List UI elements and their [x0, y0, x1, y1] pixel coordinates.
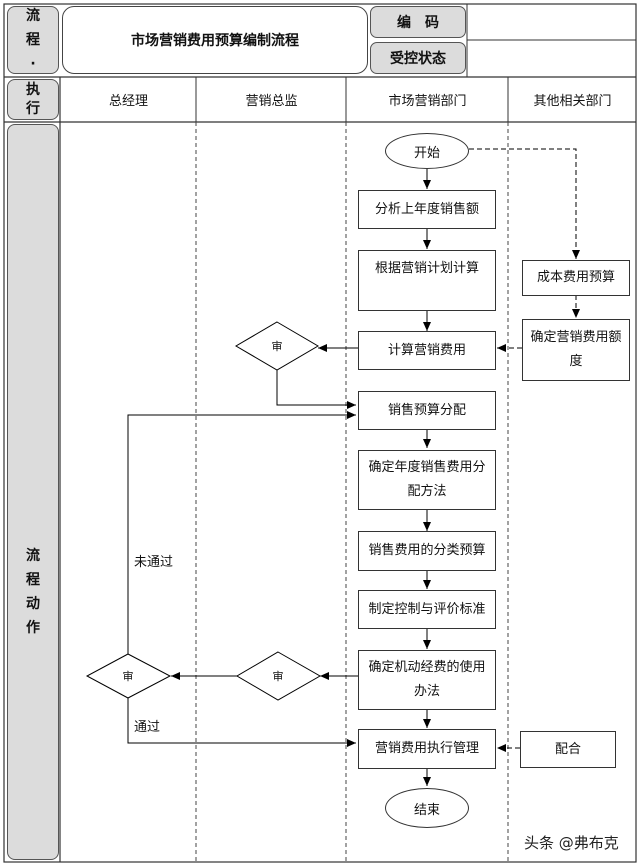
edge-review-allocate	[276, 370, 356, 409]
start-node: 开始	[385, 133, 469, 169]
code-value	[470, 10, 630, 34]
mobile-fund-box: 确定机动经费的使用办法	[358, 650, 496, 710]
edge-label-not-passed: 未通过	[134, 555, 174, 570]
lane-header-marketing: 市场营销部门	[388, 94, 467, 109]
status-label-cell: 受控状态	[370, 42, 466, 74]
review-label-gm: 审	[122, 670, 134, 683]
page-title-box: 市场营销费用预算编制流程	[62, 6, 368, 74]
process-label: 流程·	[26, 8, 40, 72]
execution-box: 营销费用执行管理	[358, 729, 496, 769]
review-diamond-director-bottom	[236, 651, 322, 701]
status-label: 受控状态	[390, 51, 446, 67]
review-diamond-director-top	[235, 321, 319, 371]
lane-header-director: 营销总监	[245, 94, 298, 109]
standard-box: 制定控制与评价标准	[358, 590, 496, 629]
edge-gm-passed	[127, 698, 356, 747]
classify-box: 销售费用的分类预算	[358, 531, 496, 571]
action-label: 流程动作	[26, 548, 40, 636]
action-label-cell: 流程动作	[7, 124, 59, 860]
calc-by-plan-box: 根据营销计划计算	[358, 250, 496, 311]
watermark: 头条 @弗布克	[524, 834, 619, 852]
lane-header-gm: 总经理	[108, 94, 148, 109]
review-diamond-gm	[85, 653, 172, 699]
lane-header-other: 其他相关部门	[533, 94, 612, 109]
process-label-cell: 流程·	[7, 6, 59, 74]
status-value	[470, 46, 630, 70]
exec-label: 执行	[26, 81, 40, 117]
edge-start-costbudget	[469, 148, 580, 259]
determine-amount-box: 确定营销费用额度	[522, 319, 630, 381]
edge-gm-notpassed	[127, 411, 356, 654]
outer-frame	[3, 3, 637, 863]
calc-cost-box: 计算营销费用	[358, 331, 496, 370]
analyze-sales-box: 分析上年度销售额	[358, 190, 496, 229]
review-label-director-top: 审	[271, 340, 283, 353]
cost-budget-box: 成本费用预算	[522, 260, 630, 296]
end-node: 结束	[385, 788, 469, 828]
allocate-box: 销售预算分配	[358, 391, 496, 430]
edge-label-passed: 通过	[134, 720, 161, 735]
method-box: 确定年度销售费用分配方法	[358, 450, 496, 510]
review-label-director-bottom: 审	[272, 670, 284, 683]
code-label-cell: 编 码	[370, 6, 466, 38]
code-label: 编 码	[397, 15, 439, 31]
exec-label-cell: 执行	[7, 79, 59, 120]
cooperate-box: 配合	[520, 731, 616, 768]
page-title: 市场营销费用预算编制流程	[131, 33, 299, 49]
